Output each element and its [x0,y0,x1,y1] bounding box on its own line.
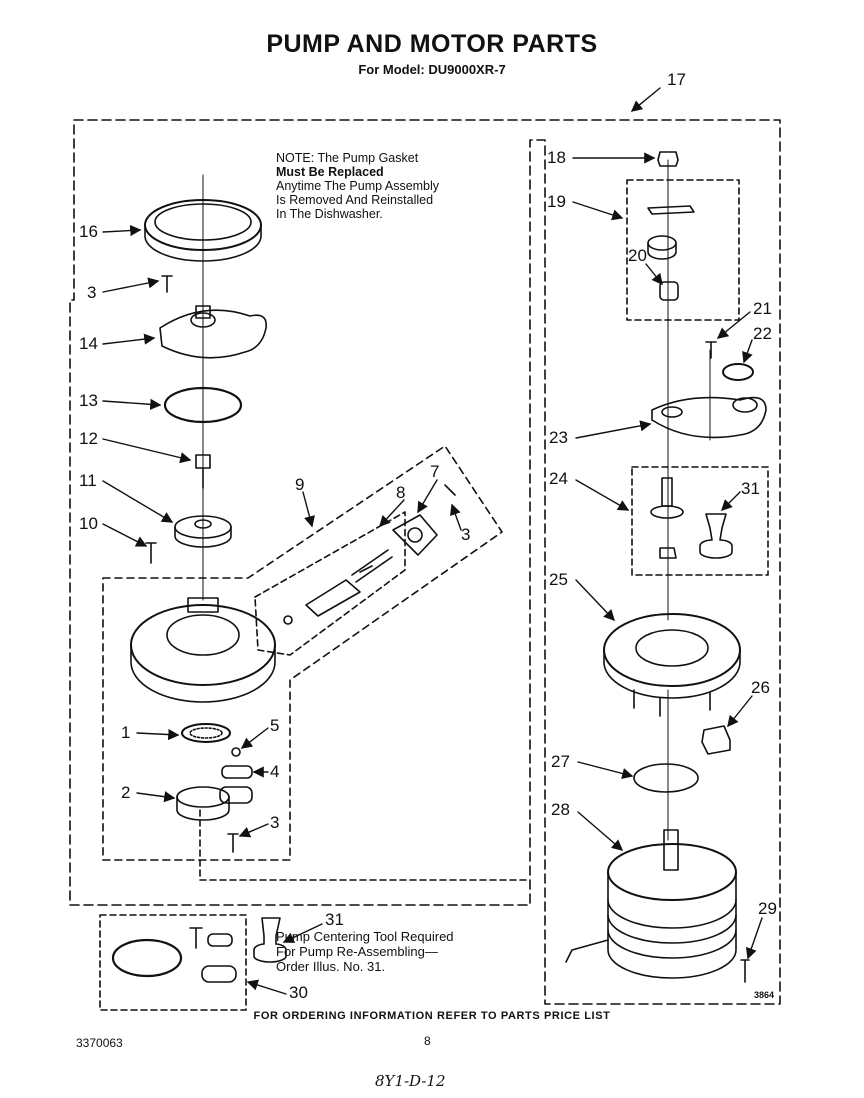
page-number: 8 [424,1034,431,1048]
document-number: 3370063 [76,1036,123,1050]
model-subtitle: For Model: DU9000XR-7 [358,62,506,77]
gasket-note: NOTE: The Pump Gasket Must Be Replaced A… [276,151,476,221]
valve-group-box [254,511,406,656]
callout-3: 3 [87,283,97,302]
callout-17: 17 [667,70,686,89]
note-line: Must Be Replaced [276,165,384,179]
callout-19: 19 [547,192,566,211]
callout-3: 3 [461,525,471,544]
handwritten-mark: 8Y1-D-12 [375,1072,446,1090]
callout-4: 4 [270,762,280,781]
callout-3: 3 [270,813,280,832]
info-line: Order Illus. No. 31. [276,959,386,974]
callout-2: 2 [121,783,131,802]
ordering-footer: FOR ORDERING INFORMATION REFER TO PARTS … [253,1010,611,1022]
note-line: Is Removed And Reinstalled [276,193,434,207]
centering-tool-note: Pump Centering Tool Required For Pump Re… [276,929,454,974]
callout-31: 31 [325,910,344,929]
group-24-box [631,466,769,576]
callout-26: 26 [751,678,770,697]
kit-30-box [99,914,247,1011]
callout-1: 1 [121,723,131,742]
callout-28: 28 [551,800,570,819]
callout-27: 27 [551,752,570,771]
callout-22: 22 [753,324,772,343]
page-title: PUMP AND MOTOR PARTS [266,30,598,58]
callout-10: 10 [79,514,98,533]
callout-31: 31 [741,479,760,498]
callout-16: 16 [79,222,98,241]
callout-29: 29 [758,899,777,918]
callout-20: 20 [628,246,647,265]
callout-5: 5 [270,716,280,735]
note-line: NOTE: The Pump Gasket [276,151,419,165]
pump-housing-group [102,445,503,861]
callout-21: 21 [753,299,772,318]
callout-11: 11 [79,471,97,490]
callout-13: 13 [79,391,98,410]
callout-18: 18 [547,148,566,167]
note-line: In The Dishwasher. [276,207,383,221]
callout-25: 25 [549,570,568,589]
callout-7: 7 [430,462,440,481]
callout-30: 30 [289,983,308,1002]
callout-14: 14 [79,334,98,353]
callout-8: 8 [396,483,406,502]
callout-9: 9 [295,475,305,494]
assembly-17-boundary [69,119,781,1005]
note-line: Anytime The Pump Assembly [276,179,440,193]
drawing-code: 3864 [754,990,775,1000]
group-19-box [626,179,740,321]
info-line: For Pump Re-Assembling— [276,944,438,959]
callout-24: 24 [549,469,568,488]
info-line: Pump Centering Tool Required [276,929,454,944]
callout-23: 23 [549,428,568,447]
callout-12: 12 [79,429,98,448]
